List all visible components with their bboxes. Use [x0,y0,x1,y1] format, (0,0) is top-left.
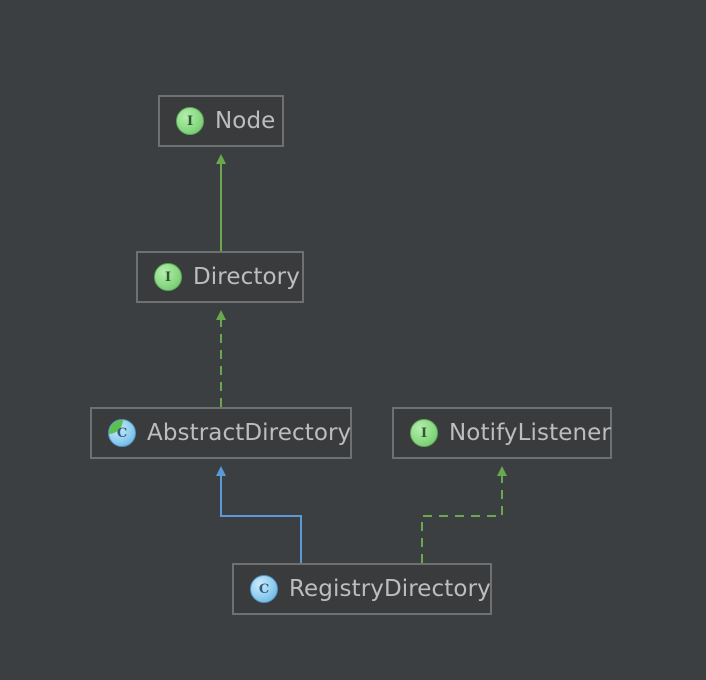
interface-icon: I [410,419,438,447]
interface-icon-glyph: I [420,425,428,441]
interface-icon: I [176,107,204,135]
abstract-class-icon: C [108,419,136,447]
class-icon: C [250,575,278,603]
class-node-label: Directory [193,264,300,290]
class-node-label: Node [215,108,276,134]
abstract-class-icon-glyph: C [116,425,128,441]
edge-registrydirectory-to-notifylistener[interactable] [421,466,508,563]
interface-icon-glyph: I [186,113,194,129]
edge-registrydirectory-to-abstractdirectory[interactable] [215,466,302,563]
class-node-abstract-directory[interactable]: C AbstractDirectory [90,407,352,459]
class-node-directory[interactable]: I Directory [136,251,304,303]
interface-icon-glyph: I [164,269,172,285]
class-node-label: NotifyListener [449,420,611,446]
class-node-label: RegistryDirectory [289,576,491,602]
class-node-notify-listener[interactable]: I NotifyListener [392,407,612,459]
class-node-node[interactable]: I Node [158,95,284,147]
class-node-registry-directory[interactable]: C RegistryDirectory [232,563,492,615]
class-icon-glyph: C [258,581,270,597]
class-node-label: AbstractDirectory [147,420,352,446]
interface-icon: I [154,263,182,291]
